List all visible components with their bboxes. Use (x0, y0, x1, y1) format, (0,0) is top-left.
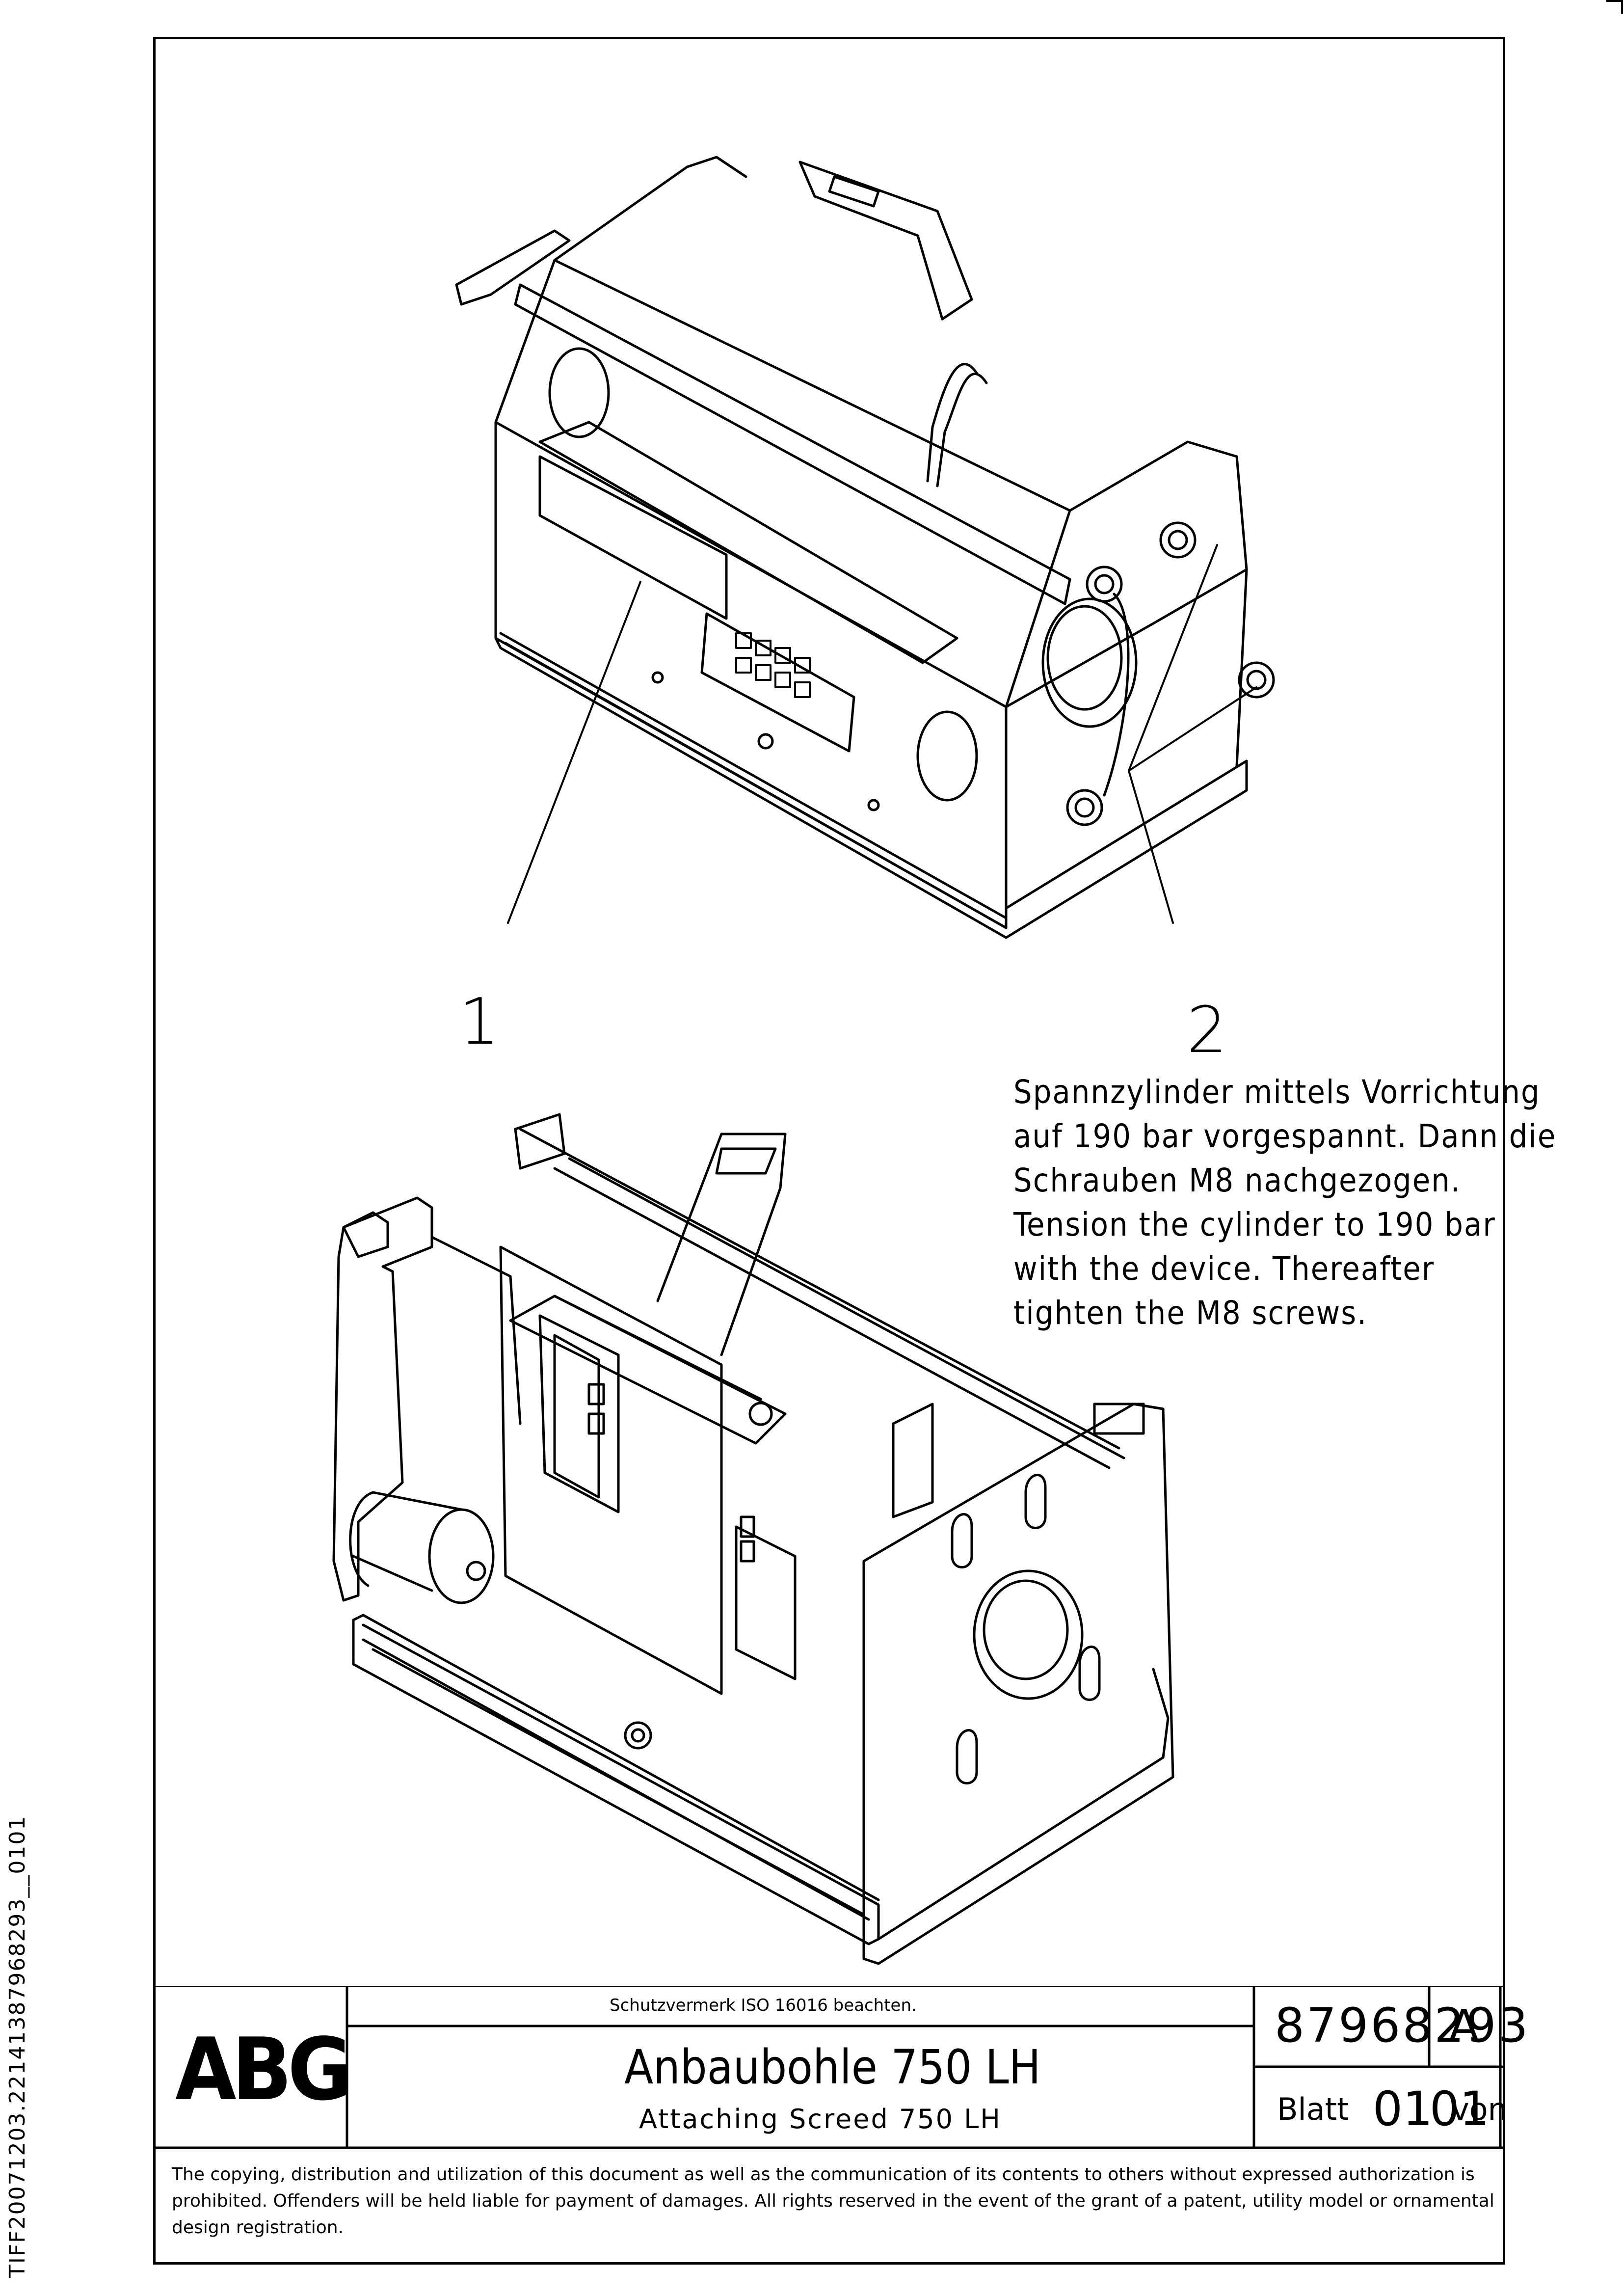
of-label: von (1451, 2091, 1507, 2127)
copyright-notice: The copying, distribution and utilizatio… (172, 2164, 1494, 2238)
note-line: with the device. Thereafter (1013, 1250, 1435, 1288)
note-line: auf 190 bar vorgespannt. Dann die (1013, 1117, 1557, 1155)
title-german: Anbaubohle 750 LH (624, 2040, 1041, 2095)
protection-note: Schutzvermerk ISO 16016 beachten. (610, 1996, 917, 2015)
lower-assembly-view (332, 1113, 1174, 1965)
note-line: tighten the M8 screws. (1013, 1294, 1368, 1332)
callout-2: 2 (1187, 993, 1227, 1067)
revision-letter: A (1449, 2000, 1479, 2052)
title-english: Attaching Screed 750 LH (639, 2104, 1002, 2134)
sheet-label: Blatt (1277, 2091, 1349, 2127)
assembly-note: Spannzylinder mittels Vorrichtung auf 19… (1013, 1070, 1556, 1335)
note-line: Spannzylinder mittels Vorrichtung (1013, 1073, 1541, 1111)
title-block-grid (153, 1986, 1505, 2149)
side-identifier: TIFF20071203.221413879682​93__0101 (5, 1815, 30, 2278)
sheet-total: 01 (1429, 2081, 1490, 2136)
callout-1: 1 (459, 984, 500, 1059)
corner-mark (1606, 0, 1623, 14)
abg-logo: ABG (175, 2020, 352, 2120)
note-line: Schrauben M8 nachgezogen. (1013, 1162, 1461, 1199)
note-line: Tension the cylinder to 190 bar (1013, 1206, 1496, 1243)
title-block: ABG Schutzvermerk ISO 16016 beachten. An… (153, 1986, 1528, 2265)
leader-lines (507, 544, 1257, 924)
document-number: 87968293 (1275, 1998, 1530, 2053)
sheet-number: 01 (1373, 2081, 1433, 2136)
upper-assembly-view (455, 156, 1275, 939)
drawing-frame (153, 37, 1505, 2265)
